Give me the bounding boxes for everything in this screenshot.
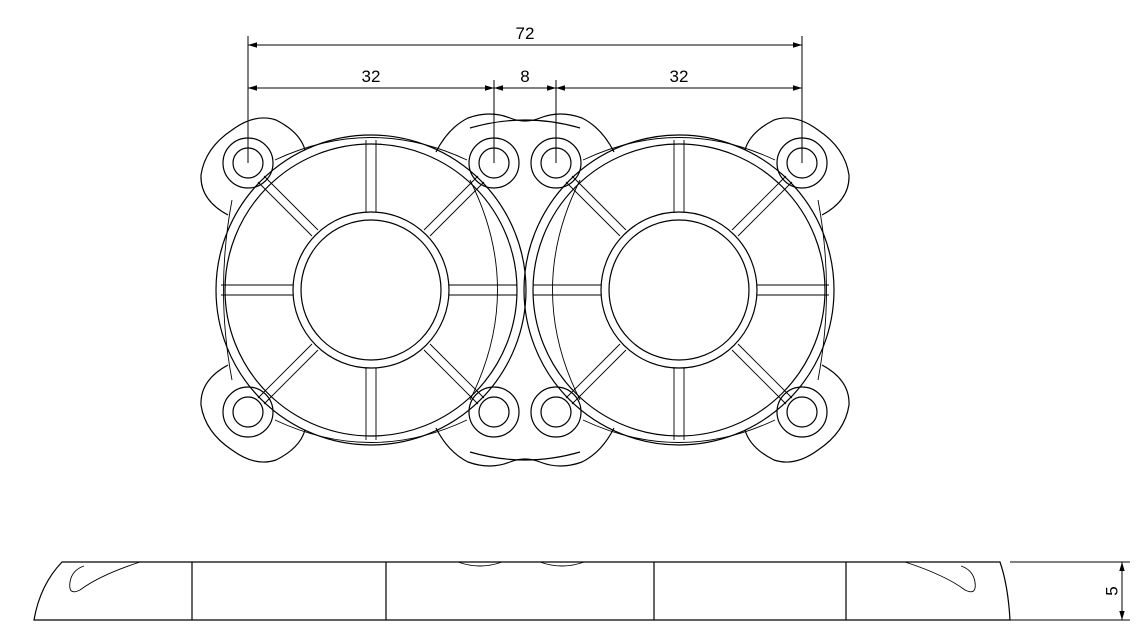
- mounting-holes: [222, 137, 828, 438]
- right-arc-stiffener-n: [582, 137, 776, 161]
- right-arc-stiffener-w: [552, 179, 581, 401]
- dim-label-right-span: 32: [670, 67, 689, 86]
- top-view: [200, 113, 850, 467]
- mounting-ears: [200, 113, 850, 467]
- left-arc-stiffener-n: [274, 137, 468, 161]
- dim-label-left-span: 32: [362, 67, 381, 86]
- side-view: 5: [33, 561, 1130, 621]
- side-bump-left: [457, 561, 503, 567]
- left-hub-bore: [300, 219, 442, 361]
- side-slot-right: [904, 561, 976, 593]
- side-slot-left: [69, 561, 141, 593]
- side-bump-right: [539, 561, 585, 567]
- left-housing: [215, 134, 527, 446]
- left-arc-stiffener-e: [469, 179, 498, 401]
- left-outer-ring: [215, 134, 527, 446]
- dimensions-top: 72 32 8 32: [247, 24, 803, 163]
- dim-label-center-gap: 8: [520, 67, 529, 86]
- dim-label-overall: 72: [516, 24, 535, 43]
- dim-label-thickness: 5: [1102, 586, 1121, 595]
- left-arc-stiffener-s: [274, 419, 468, 443]
- side-outline: [33, 561, 1011, 621]
- left-hub-outer: [292, 211, 450, 369]
- hole-bottom-right: [776, 386, 828, 438]
- hole-bottom-center-left: [468, 386, 520, 438]
- right-inner-ring: [532, 143, 826, 437]
- left-inner-ring: [224, 143, 518, 437]
- left-ribs: [221, 140, 517, 440]
- right-arc-stiffener-s: [582, 419, 776, 443]
- hole-bottom-left: [222, 386, 274, 438]
- right-housing: [523, 134, 835, 446]
- hole-bottom-center-right: [530, 386, 582, 438]
- right-ribs: [533, 140, 829, 440]
- right-hub-bore: [608, 219, 750, 361]
- right-hub-outer: [600, 211, 758, 369]
- right-outer-ring: [523, 134, 835, 446]
- left-arc-stiffener-w: [223, 199, 233, 381]
- right-arc-stiffener-e: [817, 199, 827, 381]
